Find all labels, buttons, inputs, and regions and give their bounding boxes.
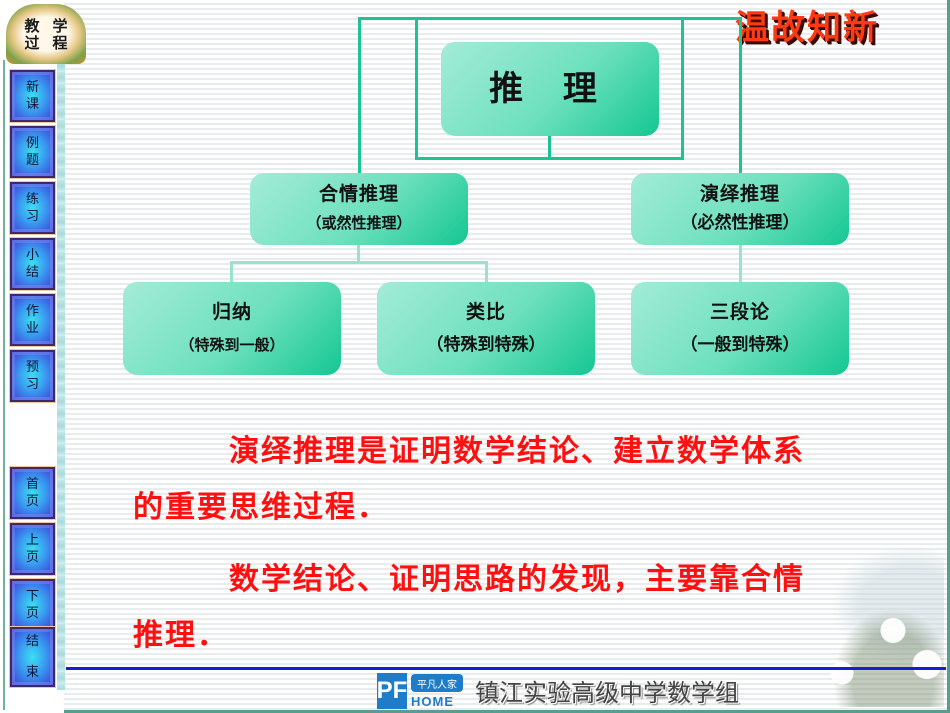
nav-button-end[interactable]: 结 束 [9, 626, 56, 688]
paragraph-plausible-reasoning: 数学结论、证明思路的发现，主要靠合情推理． [133, 552, 833, 664]
nav-button-next-page[interactable]: 下 页 [9, 578, 56, 632]
connector-line [358, 17, 361, 174]
teaching-process-logo: 教 学 过 程 [6, 4, 86, 64]
strip-edge-line [3, 60, 5, 710]
nav-label: 课 [25, 97, 39, 112]
paragraph-text: 演绎推理是证明数学结论、建立数学体系的重要思维过程． [133, 434, 805, 525]
nav-label: 练 [25, 192, 39, 207]
diagram-node-induction: 归纳 （特殊到一般） [123, 282, 341, 375]
diagram-node-syllogism: 三段论 （一般到特殊） [631, 282, 849, 375]
connector-line [230, 261, 488, 264]
logo-char: 过 [24, 34, 40, 52]
pf-logo-home: HOME [411, 694, 454, 709]
nav-label: 页 [25, 606, 39, 621]
nav-label: 结 [25, 265, 39, 280]
nav-label: 作 [25, 304, 39, 319]
nav-label: 结 [25, 634, 39, 649]
nav-button-home-page[interactable]: 首 页 [9, 466, 56, 520]
pf-logo-mark: PF [377, 673, 407, 709]
strip-decoration [57, 60, 65, 690]
pf-home-logo: PF 平凡人家 HOME [377, 673, 465, 709]
node-sublabel: （必然性推理） [680, 213, 800, 233]
connector-line [548, 135, 551, 159]
node-label: 合情推理 [318, 183, 399, 205]
node-label: 归纳 [211, 300, 252, 323]
nav-button-exercises[interactable]: 练 习 [9, 181, 56, 235]
nav-label: 页 [25, 550, 39, 565]
nav-label: 题 [25, 153, 39, 168]
node-sublabel: （特殊到一般） [179, 335, 285, 354]
nav-label: 例 [25, 136, 39, 151]
nav-label: 上 [25, 533, 39, 548]
node-label: 三段论 [709, 300, 770, 323]
nav-label: 习 [25, 377, 39, 392]
paragraph-text: 数学结论、证明思路的发现，主要靠合情推理． [133, 562, 805, 653]
connector-line [358, 17, 742, 20]
nav-label: 业 [25, 321, 39, 336]
diagram-node-analogy: 类比 （特殊到特殊） [377, 282, 595, 375]
connector-line [415, 17, 418, 160]
nav-label: 习 [25, 209, 39, 224]
paragraph-deductive-reasoning: 演绎推理是证明数学结论、建立数学体系的重要思维过程． [133, 424, 833, 536]
nav-label: 首 [25, 477, 39, 492]
diagram-node-deductive-reasoning: 演绎推理 （必然性推理） [631, 173, 849, 245]
connector-line [485, 261, 488, 283]
node-label: 演绎推理 [699, 183, 780, 205]
nav-label: 小 [25, 248, 39, 263]
logo-char: 程 [52, 34, 68, 52]
nav-label: 新 [25, 80, 39, 95]
organization-name: 镇江实验高级中学数学组 [475, 679, 739, 707]
nav-label: 预 [25, 360, 39, 375]
nav-label: 页 [25, 494, 39, 509]
node-label: 类比 [465, 300, 506, 323]
logo-char: 教 [24, 17, 40, 35]
connector-line [681, 17, 684, 160]
nav-button-new-lesson[interactable]: 新 课 [9, 69, 56, 123]
nav-button-preview[interactable]: 预 习 [9, 349, 56, 403]
logo-char: 学 [52, 17, 68, 35]
connector-line [739, 244, 742, 283]
connector-line [230, 261, 233, 283]
nav-label: 束 [25, 665, 39, 680]
node-sublabel: （或然性推理） [306, 214, 412, 232]
connector-line [739, 17, 742, 174]
nav-button-examples[interactable]: 例 题 [9, 125, 56, 179]
nav-label: 下 [25, 589, 39, 604]
node-sublabel: （一般到特殊） [680, 334, 800, 355]
diagram-node-reasoning: 推 理 [441, 42, 659, 136]
node-sublabel: （特殊到特殊） [426, 334, 546, 355]
nav-button-previous-page[interactable]: 上 页 [9, 522, 56, 576]
nav-button-summary[interactable]: 小 结 [9, 237, 56, 291]
slide-title: 温故知新 [735, 8, 879, 48]
pf-logo-chinese: 平凡人家 [411, 674, 463, 692]
node-label: 推 理 [489, 69, 611, 109]
footer-divider [66, 667, 946, 670]
nav-button-homework[interactable]: 作 业 [9, 293, 56, 347]
diagram-node-plausible-reasoning: 合情推理 （或然性推理） [250, 173, 468, 245]
connector-line [357, 244, 360, 263]
